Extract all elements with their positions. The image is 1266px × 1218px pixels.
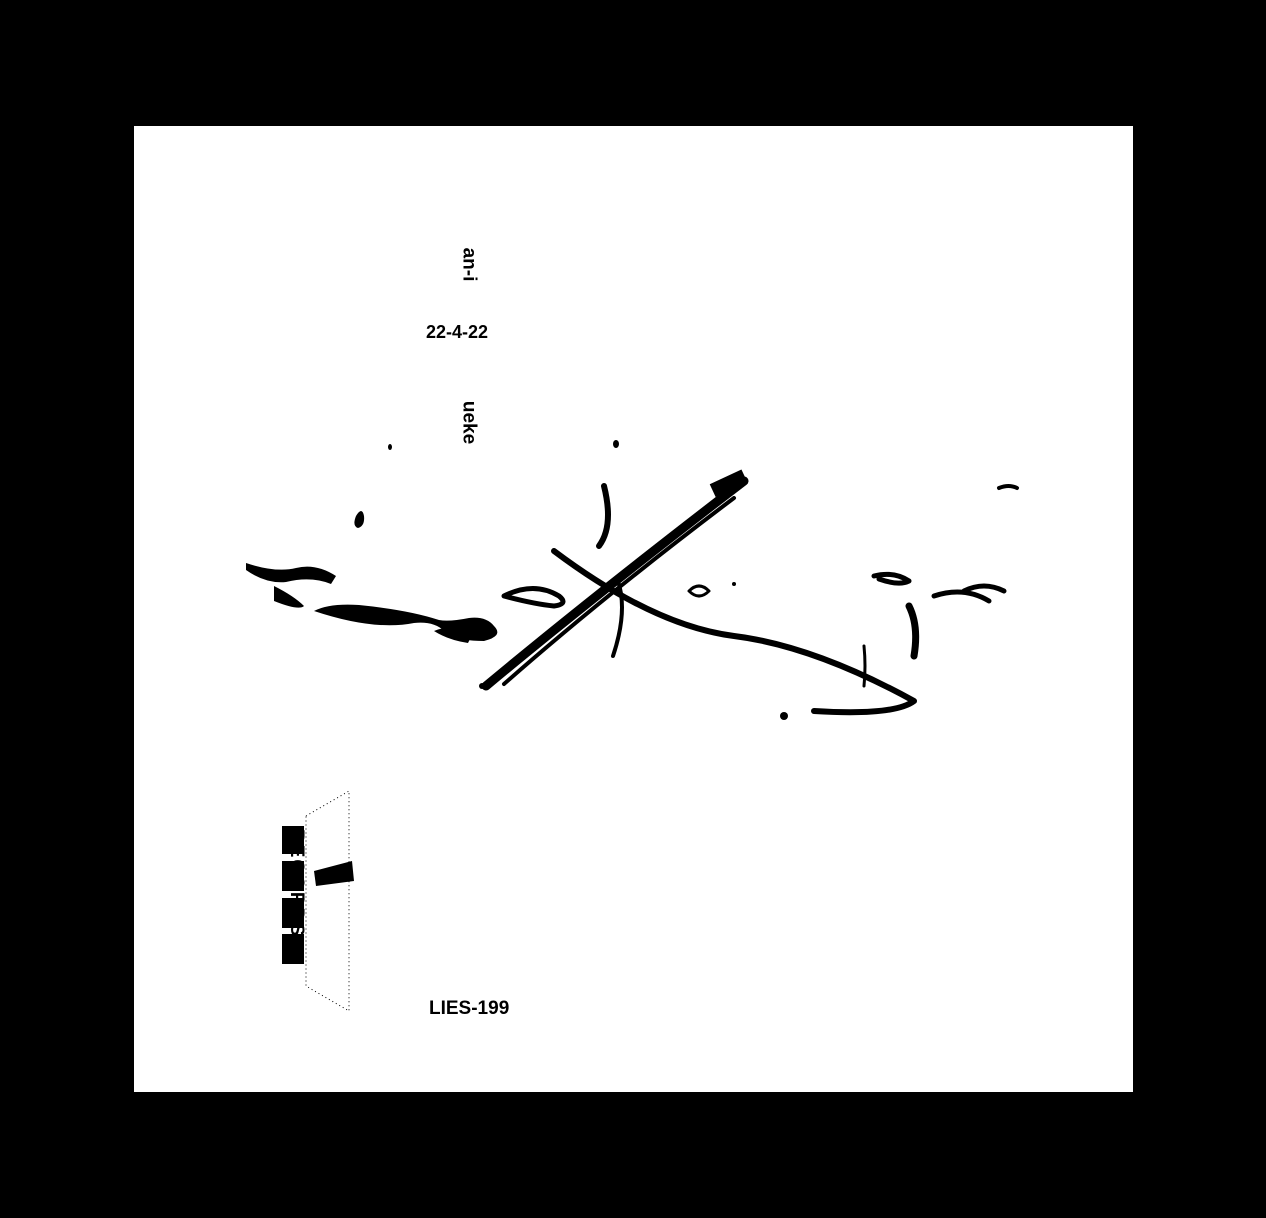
release-date: 22-4-22: [426, 322, 489, 342]
lies-records-logo: [282, 790, 354, 1012]
calligraphy-artwork: [246, 440, 1019, 720]
album-cover: an-i 22-4-22 ueke: [134, 126, 1133, 1092]
catalog-number: LIES-199: [429, 998, 510, 1019]
logo-records-text: RECORDS: [286, 828, 308, 939]
